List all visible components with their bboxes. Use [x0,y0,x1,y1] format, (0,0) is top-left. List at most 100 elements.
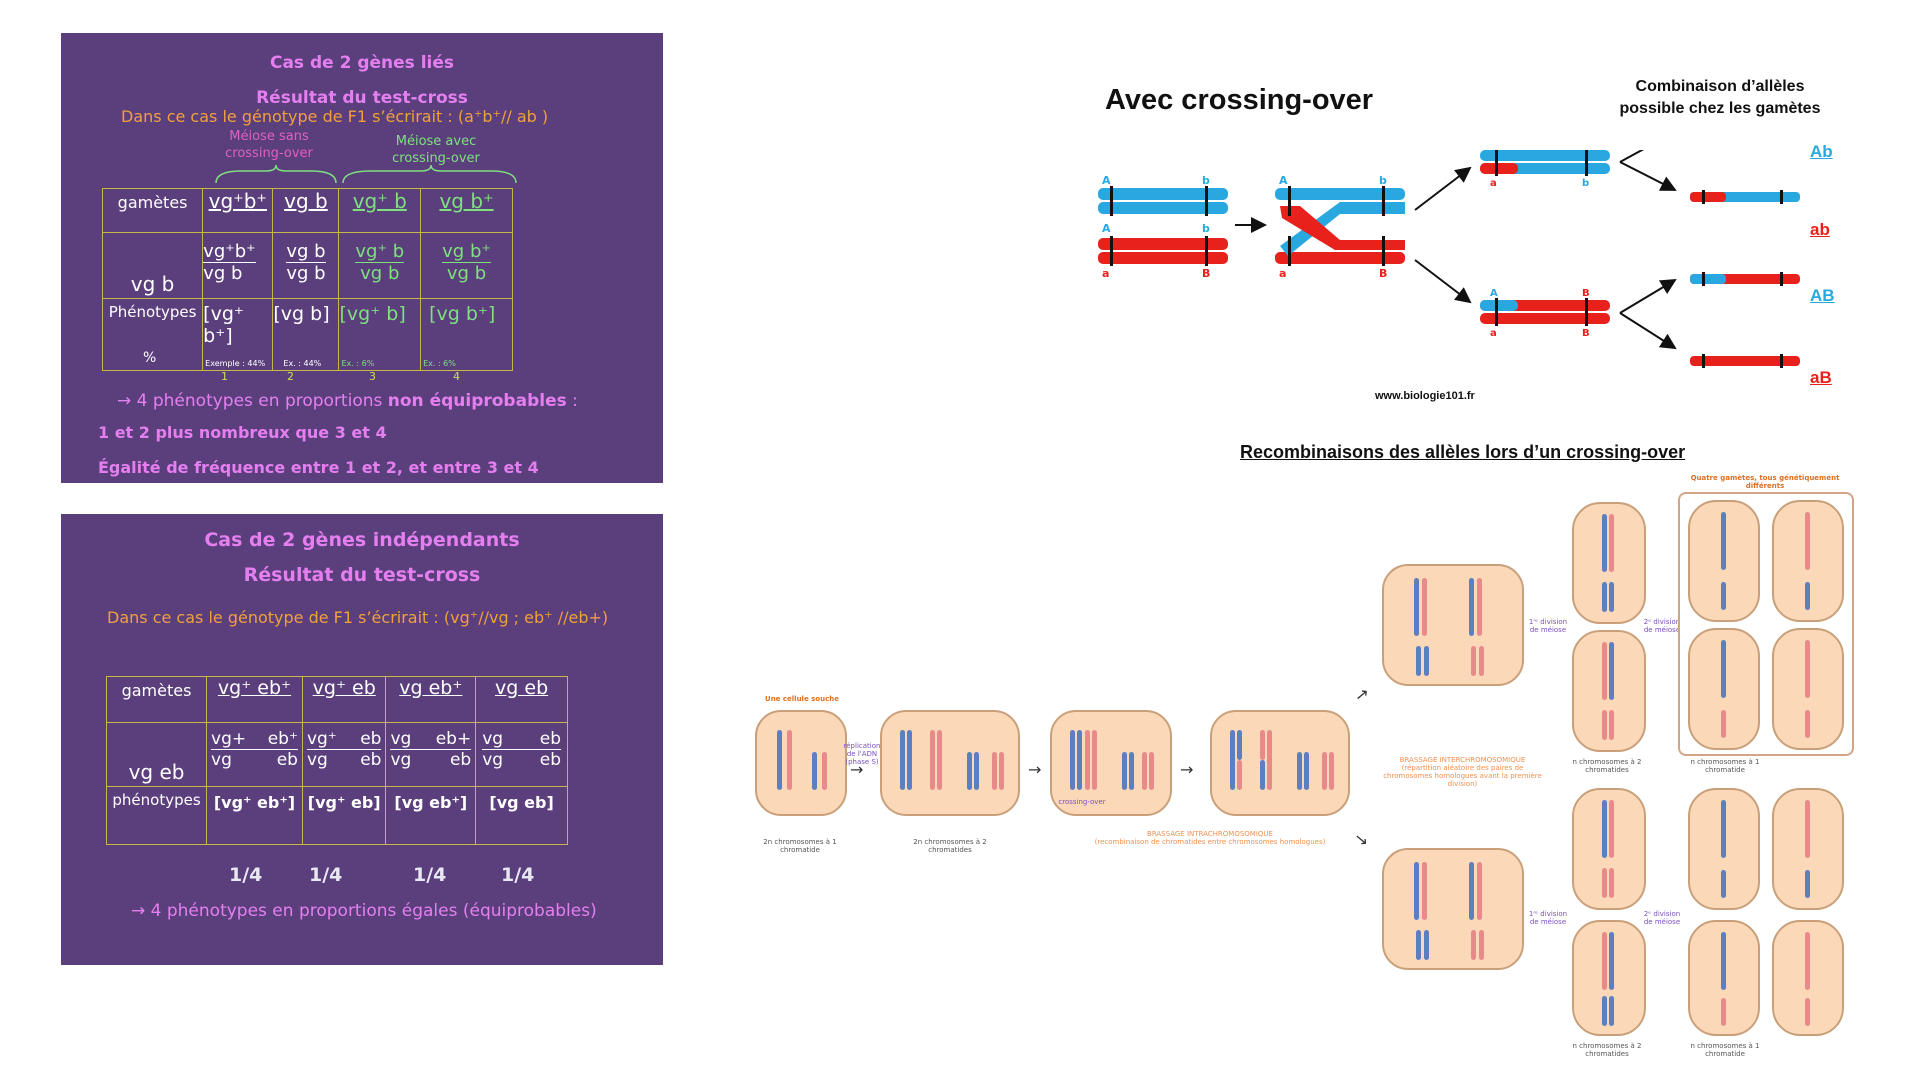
parent-gamete: vg b [101,232,204,299]
g2-top-1b: eb⁺ [267,729,298,749]
genotype-top-1: vg⁺b⁺ [203,241,256,263]
stem-cell-label: Une cellule souche [765,695,839,703]
independent-genes-table: gamètes vg⁺ eb⁺ vg⁺ eb vg eb⁺ vg eb vg e… [105,676,568,845]
recombined-cell [1210,710,1350,816]
meiosis-without-label: Méiose sans crossing-over [225,129,313,161]
gamete-label-2: ab [1810,220,1830,239]
svg-text:A: A [1279,174,1288,187]
svg-text:B: B [1582,288,1590,299]
phenotype2-3: [vg eb⁺] [385,786,477,845]
g2-top-1a: vg+ [211,729,247,749]
row-label-gametes-2: gamètes [105,676,208,723]
source-credit: www.biologie101.fr [1375,390,1475,402]
gamete-cell-5 [1688,788,1760,910]
genotype-bottom-4: vg b [446,263,487,284]
gamete-2: vg b [284,189,328,213]
gamete2-3: vg eb⁺ [399,677,463,699]
row-label-gametes: gamètes [101,188,204,233]
crossing-svg: A b A b a B A b a B a [1098,150,1800,368]
g2-top-3a: vg [390,729,412,749]
slide1-line2: 1 et 2 plus nombreux que 3 et 4 [98,423,387,442]
daughter-cell-1 [1572,502,1646,624]
col-number-1: 1 [221,370,228,383]
fraction-4: 1/4 [501,864,535,886]
metaphase-cell-lower [1382,848,1524,970]
inter-title: BRASSAGE INTERCHROMOSOMIQUE [1399,756,1526,764]
gametes-box [1678,492,1854,756]
fraction-2: 1/4 [309,864,343,886]
phenotype-3: [vg⁺ b] [339,303,406,325]
metaphase-cell-upper [1382,564,1524,686]
svg-text:A: A [1102,174,1111,187]
phenotype-2: [vg b] [273,303,330,325]
meiosis-with-label: Méiose avec crossing-over [392,134,480,166]
g2-top-2b: eb [360,729,382,749]
svg-text:b: b [1582,178,1589,189]
daughter-cell-2 [1572,630,1646,752]
row-label-phenotypes-2: phénotypes [105,786,208,845]
label-2n-1: 2n chromosomes à 1 chromatide [763,838,837,854]
div1-label-upper: 1ʳᵉ division de méiose [1528,618,1568,634]
gamete-label-1: Ab [1810,142,1833,161]
g2-bot-1a: vg [211,750,232,770]
intra-sub: (recombinaison de chromatides entre chro… [1094,838,1326,846]
arrow-3: → [1180,760,1194,779]
initial-chromosome-pair: A b A b a B [1098,174,1228,280]
gamete2-2: vg⁺ eb [312,677,376,699]
svg-text:A: A [1102,222,1111,235]
fraction-3: 1/4 [413,864,447,886]
meiosis-braces [215,165,517,184]
phenotype2-4: [vg eb] [475,786,568,845]
gamete-ab-chromatid [1690,190,1800,204]
g2-top-4a: vg [482,729,504,749]
genotype-bottom-2: vg b [286,263,326,284]
g2-bot-2b: eb [360,750,382,770]
slide1-genotype-line: Dans ce cas le génotype de F1 s’écrirait… [121,107,549,126]
phenotype2-2: [vg⁺ eb] [301,786,387,845]
gamete2-1: vg⁺ eb⁺ [217,677,292,699]
g2-top-4b: eb [539,729,561,749]
svg-text:a: a [1102,267,1109,280]
gamete-4: vg b⁺ [439,189,494,213]
slide-independent-genes: Cas de 2 gènes indépendants Résultat du … [61,514,663,965]
svg-text:B: B [1202,267,1210,280]
upper-recombined-chromosome: a b [1480,150,1610,189]
row-label-phenotypes: Phénotypes [108,303,197,321]
gamete-cell-6 [1772,788,1844,910]
genotype-bottom-3: vg b [360,263,400,284]
phenotype2-1: [vg⁺ eb⁺] [206,786,303,845]
conclusion-bold: non équiprobables [387,391,567,411]
svg-text:b: b [1202,222,1210,235]
parent-gamete-2: vg eb [105,722,208,787]
gamete-3: vg⁺ b [352,189,407,213]
replicated-cell [880,710,1020,816]
percent-3: Ex. : 6% [341,359,375,368]
svg-text:a: a [1490,178,1497,189]
div2-label-upper: 2ᵉ division de méiose [1643,618,1681,634]
slide1-conclusion: → 4 phénotypes en proportions non équipr… [117,391,578,411]
svg-text:B: B [1379,267,1387,280]
combo-title-1: Combinaison d’allèles [1635,78,1805,95]
g2-bot-3a: vg [390,750,412,770]
inter-sub: (répartition aléatoire des paires de chr… [1383,764,1542,788]
crossing-title: Avec crossing-over [1105,84,1374,116]
svg-text:B: B [1582,328,1590,339]
phenotype-1: [vg⁺ b⁺] [203,303,244,347]
svg-text:b: b [1379,174,1387,187]
daughter-cell-3 [1572,788,1646,910]
fraction-1: 1/4 [229,864,263,886]
arrow-1: → [850,760,864,779]
svg-text:a: a [1279,267,1286,280]
intra-label: BRASSAGE INTRACHROMOSOMIQUE (recombinais… [1080,830,1340,846]
genotype-bottom-1: vg b [203,263,243,284]
recombination-diagram: Une cellule souche 2n chromosomes à 1 ch… [750,474,1860,1070]
replication-label: réplication de l'ADN (phase S) [843,742,881,766]
genotype-top-4: vg b⁺ [442,241,491,263]
g2-bot-2a: vg [306,750,328,770]
arrow-2: → [1028,760,1042,779]
slide2-conclusion: → 4 phénotypes en proportions égales (éq… [131,901,597,921]
conclusion-start: → 4 phénotypes en proportions [117,391,388,411]
slide2-genotype-line: Dans ce cas le génotype de F1 s’écrirait… [107,608,609,627]
arrow-up: → [1350,682,1373,707]
label-2n-2: 2n chromosomes à 2 chromatides [913,838,987,854]
